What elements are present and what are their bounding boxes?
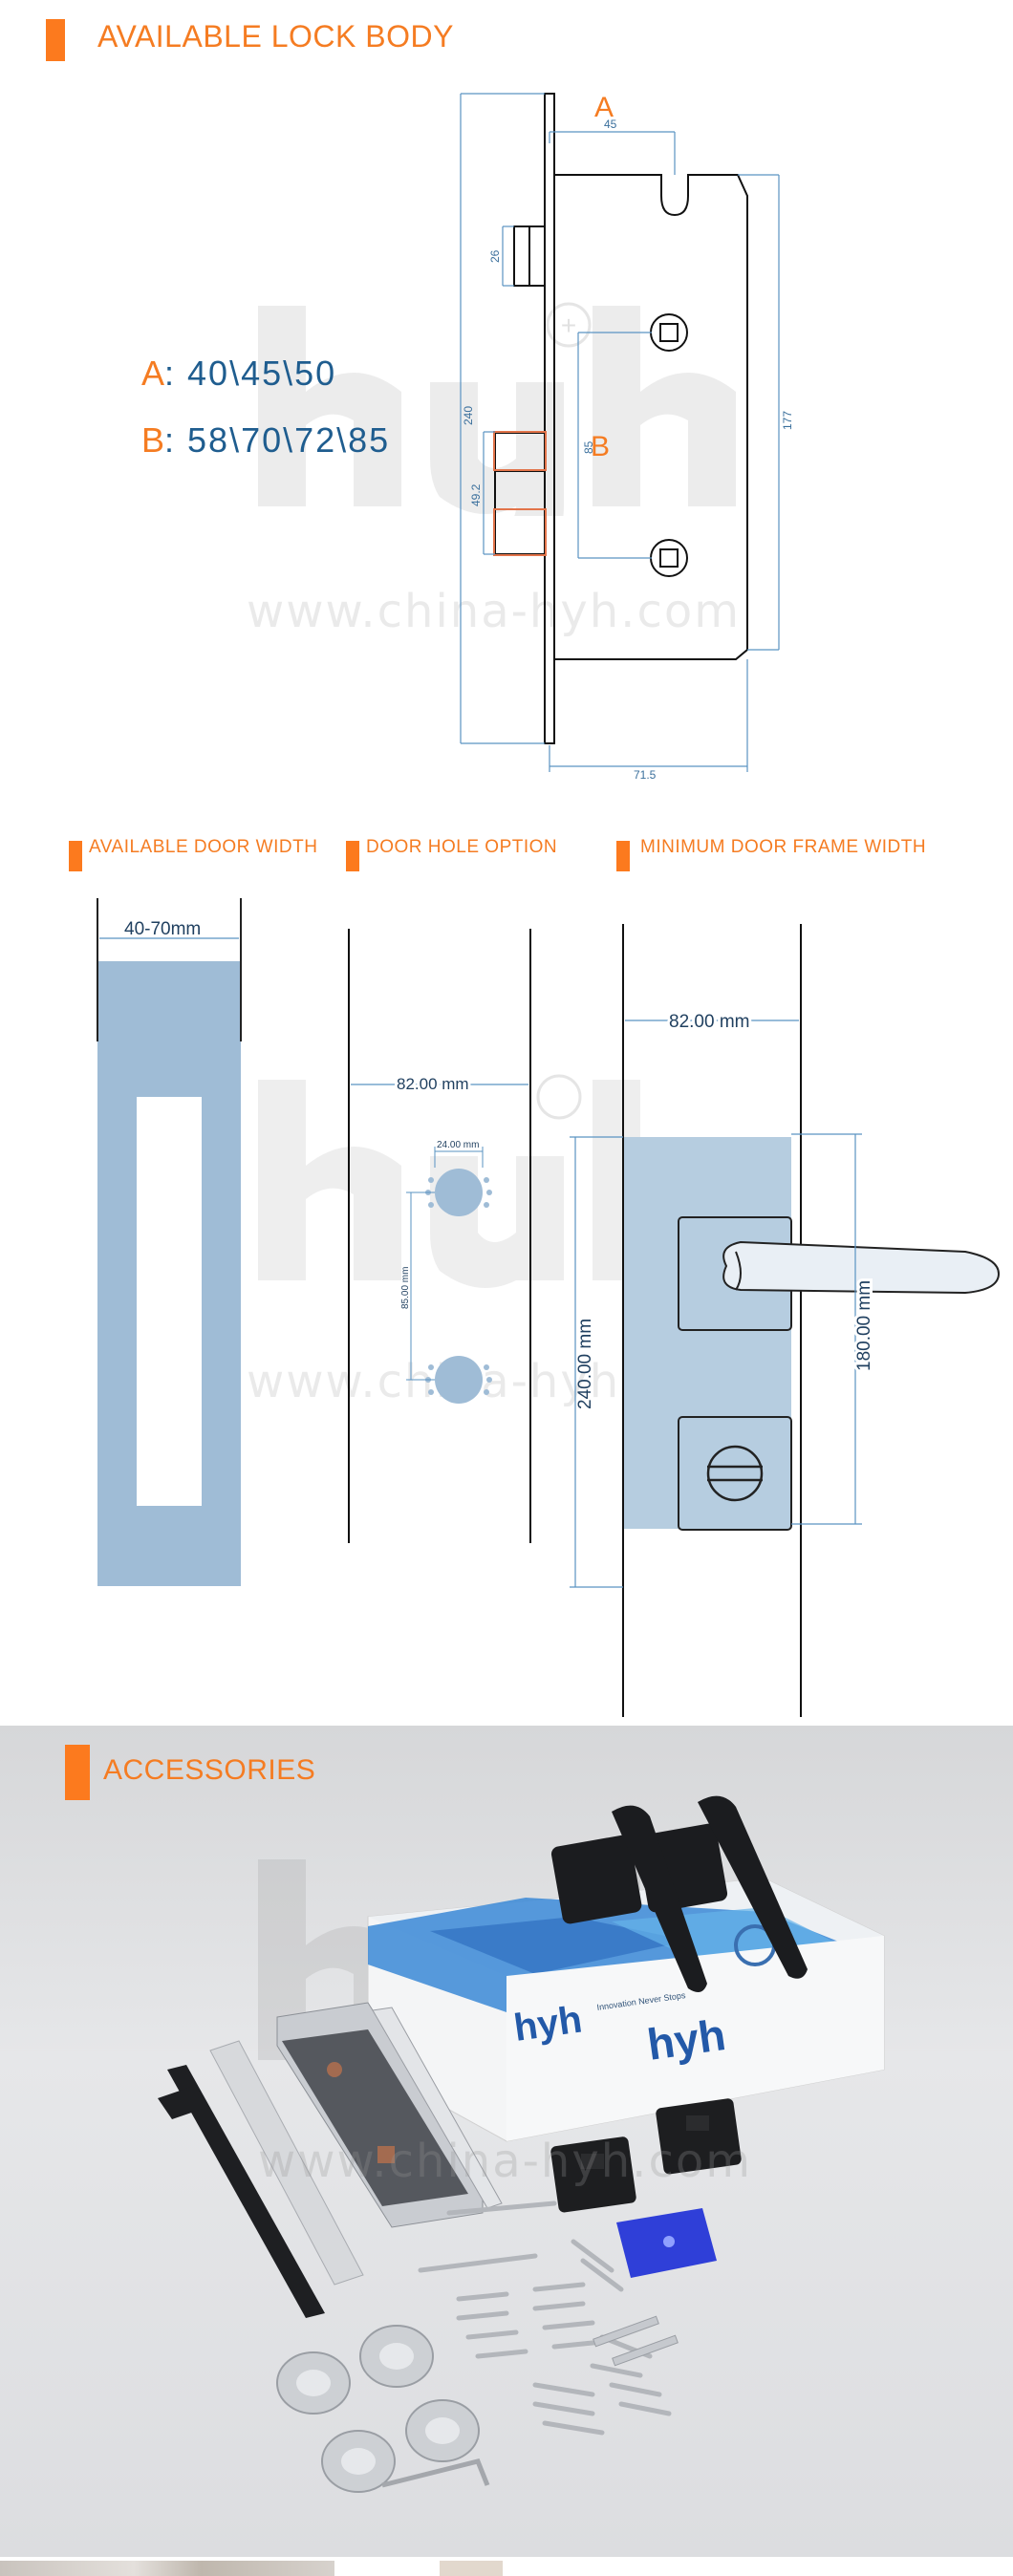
label-b: B	[591, 431, 610, 462]
strike-plate-silver	[209, 2040, 364, 2286]
bottom-strip	[0, 2557, 1013, 2576]
section-marker-door-width	[69, 841, 82, 871]
box-brand-2: hyh	[644, 2009, 728, 2070]
spec-b: B: 58\70\72\85	[141, 420, 390, 461]
box-brand-1: hyh	[511, 1998, 585, 2049]
frame-height-240: 240.00 mm	[575, 1319, 595, 1409]
hole-spacing-h: 24.00 mm	[437, 1140, 479, 1150]
section-title-door-hole: DOOR HOLE OPTION	[366, 837, 558, 857]
svg-text:+: +	[561, 311, 576, 340]
strike-plate-black	[167, 2065, 325, 2318]
spindle-hole	[650, 313, 688, 352]
dim-26: 26	[488, 249, 502, 263]
spec-a-letter: A	[141, 354, 165, 393]
mortice-lock-body	[276, 2002, 503, 2228]
label-a: A	[594, 92, 614, 123]
frame-panel	[623, 1137, 791, 1529]
door-cutout	[137, 1097, 202, 1506]
allen-key	[381, 2458, 490, 2488]
section-marker-accessories	[65, 1745, 90, 1800]
bottom-strip-image-left	[0, 2561, 334, 2576]
section-marker-door-hole	[346, 841, 359, 871]
cylinder-hole	[650, 539, 688, 577]
hyh-watermark-logo: +	[258, 302, 736, 516]
spec-b-letter: B	[141, 420, 165, 460]
dead-bolt	[494, 432, 546, 472]
thumbturn-rosette	[678, 1416, 792, 1531]
thumbturn-set	[550, 2098, 742, 2213]
lock-body-drawing: 45 26 240 49.2 85 177 71.5 A B	[460, 92, 794, 782]
section-title-frame-width: MINIMUM DOOR FRAME WIDTH	[640, 837, 927, 857]
frame-height-180: 180.00 mm	[854, 1280, 874, 1371]
handle-hole	[435, 1169, 483, 1216]
lever-handles	[550, 1795, 808, 1992]
accessories-illustration: hyh hyh Innovation Never Stops	[158, 1795, 885, 2493]
lever-handle	[722, 1240, 1001, 1295]
dim-49-2: 49.2	[469, 483, 483, 506]
door-hole-diagram: 82.00 mm 24.00 mm 85.00 mm	[348, 929, 531, 1543]
cover-rings	[276, 2325, 480, 2493]
door-width-diagram: 40-70mm	[97, 898, 242, 1586]
watermark-url-3: www.china-hyh.com	[258, 2135, 752, 2188]
spindles	[593, 2315, 679, 2367]
section-title-door-width: AVAILABLE DOOR WIDTH	[89, 837, 318, 857]
hole-spacing-v: 85.00 mm	[400, 1267, 411, 1309]
spec-a-value: : 40\45\50	[164, 354, 337, 393]
section-marker-lock-body	[46, 19, 65, 61]
hole-width-dim: 82.00 mm	[397, 1075, 469, 1093]
frame-width-dim: 82.00 mm	[669, 1012, 749, 1032]
lock-case	[554, 174, 748, 660]
door-width-value: 40-70mm	[124, 919, 201, 939]
dim-240: 240	[462, 406, 475, 425]
bottom-strip-image-right	[440, 2561, 503, 2576]
cylinder-hole-opt	[435, 1356, 483, 1404]
section-title-accessories: ACCESSORIES	[103, 1754, 316, 1786]
section-marker-frame-width	[616, 841, 630, 871]
dim-85: 85	[582, 440, 595, 454]
spec-a: A: 40\45\50	[141, 354, 336, 394]
product-box: hyh hyh Innovation Never Stops	[367, 1878, 885, 2142]
dim-45: 45	[604, 118, 617, 131]
accessories-panel: ACCESSORIES hyh hyh Innovation Never Sto…	[0, 1726, 1013, 2557]
dim-177: 177	[781, 411, 794, 430]
thumbturn-knob	[706, 1445, 764, 1502]
spec-b-value: : 58\70\72\85	[164, 420, 391, 460]
frame-width-diagram: 82.00 mm 240.00 mm 180.00 mm	[570, 924, 1001, 1717]
section-title-lock-body: AVAILABLE LOCK BODY	[97, 19, 454, 54]
dim-71-5: 71.5	[634, 768, 657, 782]
watermark-url-1: www.china-hyh.com	[247, 585, 741, 638]
faceplate	[544, 93, 555, 744]
